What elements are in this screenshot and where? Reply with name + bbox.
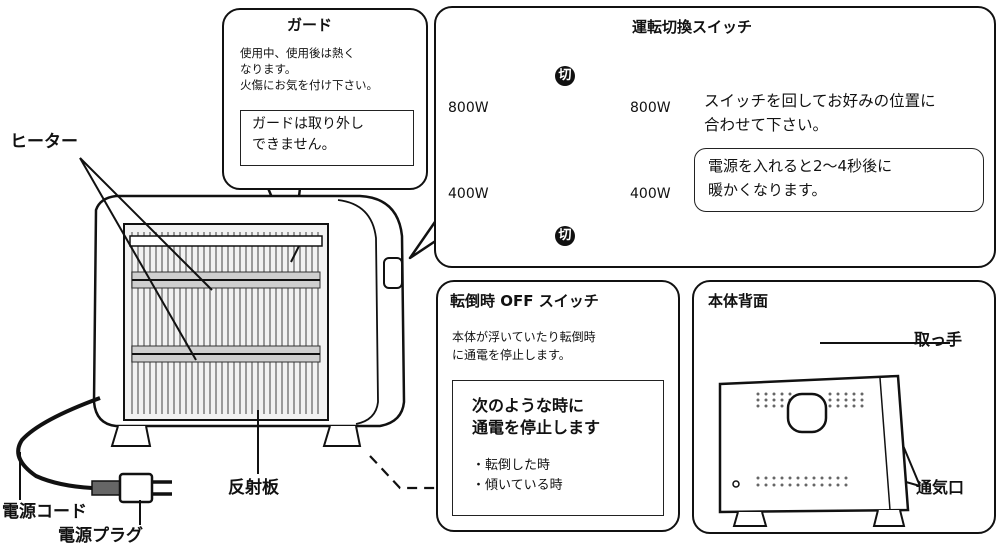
handle-label: 取っ手 (914, 330, 963, 349)
dial-right-top-label: 800W (630, 100, 671, 116)
tipover-title: 転倒時 OFF スイッチ (450, 292, 599, 310)
switch-instruction-line-2: 合わせて下さい。 (704, 116, 829, 134)
heater-foot-right (322, 425, 362, 447)
dial-off-mark-bottom: 切 (555, 226, 575, 246)
tipover-desc-line-2: に通電を停止します。 (452, 348, 571, 362)
power-plug-label: 電源プラグ (58, 526, 143, 546)
guard-note-line-2: できません。 (252, 137, 336, 153)
guard-desc-line-3: 火傷にお気を付け下さい。 (240, 78, 378, 92)
heater-side-panel (337, 199, 379, 425)
dial-left-top-label: 800W (448, 100, 489, 116)
dial-off-mark-top: 切 (555, 66, 575, 86)
switch-instruction-line-1: スイッチを回してお好みの位置に (704, 92, 936, 110)
back-handle (786, 392, 828, 434)
guard-title: ガード (287, 16, 333, 34)
tipover-desc-line-1: 本体が浮いていたり転倒時 (452, 330, 596, 344)
guard-note-line-1: ガードは取り外し (252, 116, 364, 132)
switch-note-line-2: 暖かくなります。 (708, 181, 827, 199)
heater-back-view (718, 374, 910, 527)
switch-title: 運転切換スイッチ (632, 18, 753, 36)
tipover-box-title-line-2: 通電を停止します (472, 418, 601, 437)
heater-front-grille (123, 223, 329, 421)
switch-note-box (694, 148, 984, 212)
vent-label: 通気口 (916, 478, 965, 497)
tipover-box-title-line-1: 次のような時に (472, 396, 585, 415)
grille-top-bar (129, 235, 323, 247)
guard-desc-line-1: 使用中、使用後は熱く (240, 46, 355, 60)
reflector-label: 反射板 (228, 478, 279, 498)
switch-note-line-1: 電源を入れると2〜4秒後に (708, 157, 893, 175)
guard-desc-line-2: なります。 (240, 62, 297, 76)
power-plug (91, 472, 172, 504)
back-view-title: 本体背面 (708, 292, 769, 310)
heater-dial-knob (383, 257, 403, 289)
switch-callout (434, 6, 996, 268)
back-view-panel (692, 280, 996, 534)
tipover-item-1: ・転倒した時 (472, 458, 551, 473)
heater-label: ヒーター (10, 132, 78, 152)
tipover-conditions-box (452, 380, 664, 516)
back-vent-lower (756, 476, 848, 487)
heater-foot-left (110, 425, 152, 447)
power-cord (16, 396, 101, 490)
dial-left-bottom-label: 400W (448, 186, 489, 202)
guard-note-box (240, 110, 414, 166)
dial-right-bottom-label: 400W (630, 186, 671, 202)
power-cord-label: 電源コード (2, 502, 87, 522)
tipover-item-2: ・傾いている時 (472, 478, 563, 493)
heater-illustration (92, 194, 406, 447)
